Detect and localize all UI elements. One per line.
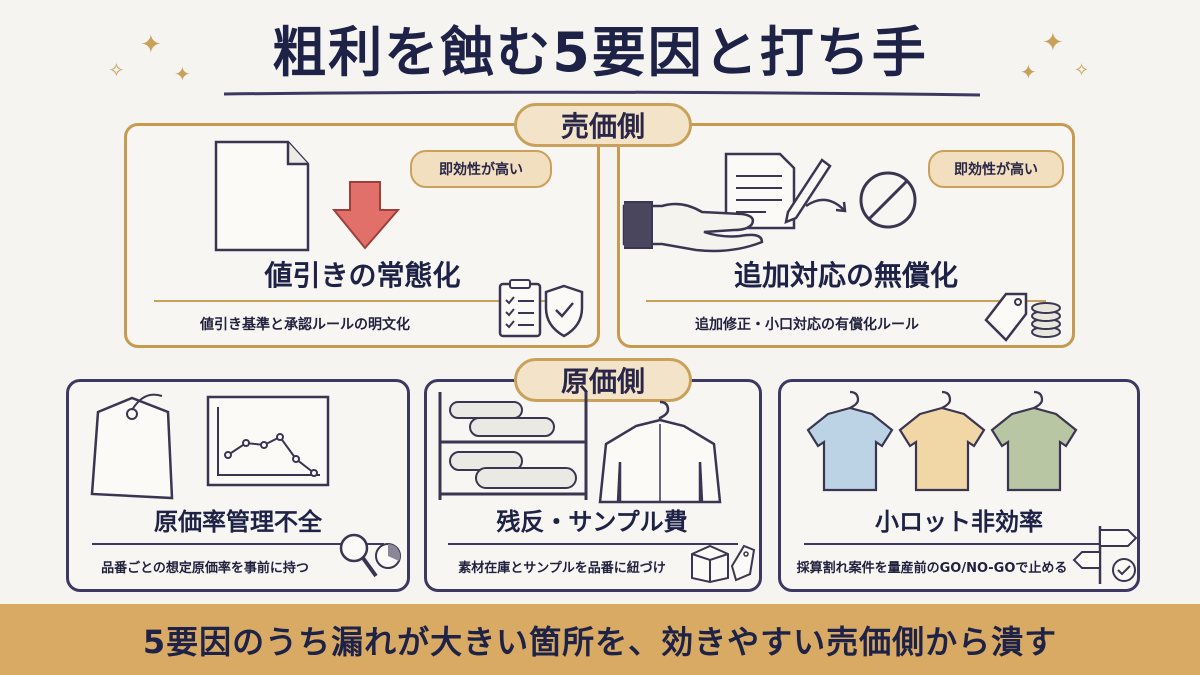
price-tag-icon (90, 393, 174, 500)
arrow-right-icon (805, 198, 847, 213)
down-arrow-icon (331, 181, 401, 250)
card-title: 小ロット非効率 (875, 508, 1043, 536)
sparkle-icon: ✦ (1020, 60, 1037, 84)
prohibited-icon (859, 171, 917, 229)
divider (804, 543, 1114, 545)
clipboard-shield-icon (498, 279, 584, 338)
card-title: 原価率管理不全 (154, 508, 322, 536)
page-title: 粗利を蝕む5要因と打ち手 (272, 21, 928, 84)
card-title: 残反・サンプル費 (496, 508, 688, 536)
shirt-on-hanger-icon (598, 400, 722, 504)
box-tag-icon (691, 544, 756, 584)
line-chart-icon (206, 395, 330, 487)
title-underline (223, 90, 981, 97)
price-tag-coins-icon (984, 292, 1061, 342)
card-subtitle: 追加修正・小口対応の有償化ルール (695, 317, 919, 333)
signpost-check-icon (1072, 526, 1138, 584)
sparkle-icon: ✦ (174, 62, 191, 86)
card-subtitle: 素材在庫とサンプルを品番に紐づけ (458, 561, 666, 576)
sparkle-icon: ✧ (1074, 60, 1090, 81)
divider (154, 300, 574, 302)
fabric-rack-icon (438, 392, 588, 500)
document-icon (214, 140, 310, 252)
divider (646, 300, 1046, 302)
quick-effect-badge: 即効性が高い (928, 150, 1064, 188)
sparkle-icon: ✦ (1042, 28, 1064, 58)
card-title: 追加対応の無償化 (733, 259, 958, 292)
card-subtitle: 値引き基準と承認ルールの明文化 (200, 317, 410, 333)
shirts-icon (806, 390, 1078, 492)
sparkle-icon: ✧ (108, 58, 125, 82)
section-label-cost: 原価側 (514, 358, 692, 402)
sparkle-icon: ✦ (140, 30, 162, 60)
hand-document-icon (622, 152, 832, 253)
section-label-sell: 売価側 (514, 103, 692, 147)
quick-effect-badge: 即効性が高い (410, 150, 552, 188)
card-title: 値引きの常態化 (264, 259, 461, 292)
card-subtitle: 採算割れ案件を量産前のGO/NO-GOで止める (796, 561, 1068, 576)
footer-message: 5要因のうち漏れが大きい箇所を、効きやすい売価側から潰す (0, 604, 1200, 675)
card-subtitle: 品番ごとの想定原価率を事前に持つ (101, 561, 309, 576)
divider (92, 543, 384, 545)
divider (448, 543, 738, 545)
magnifier-pie-icon (339, 533, 401, 578)
